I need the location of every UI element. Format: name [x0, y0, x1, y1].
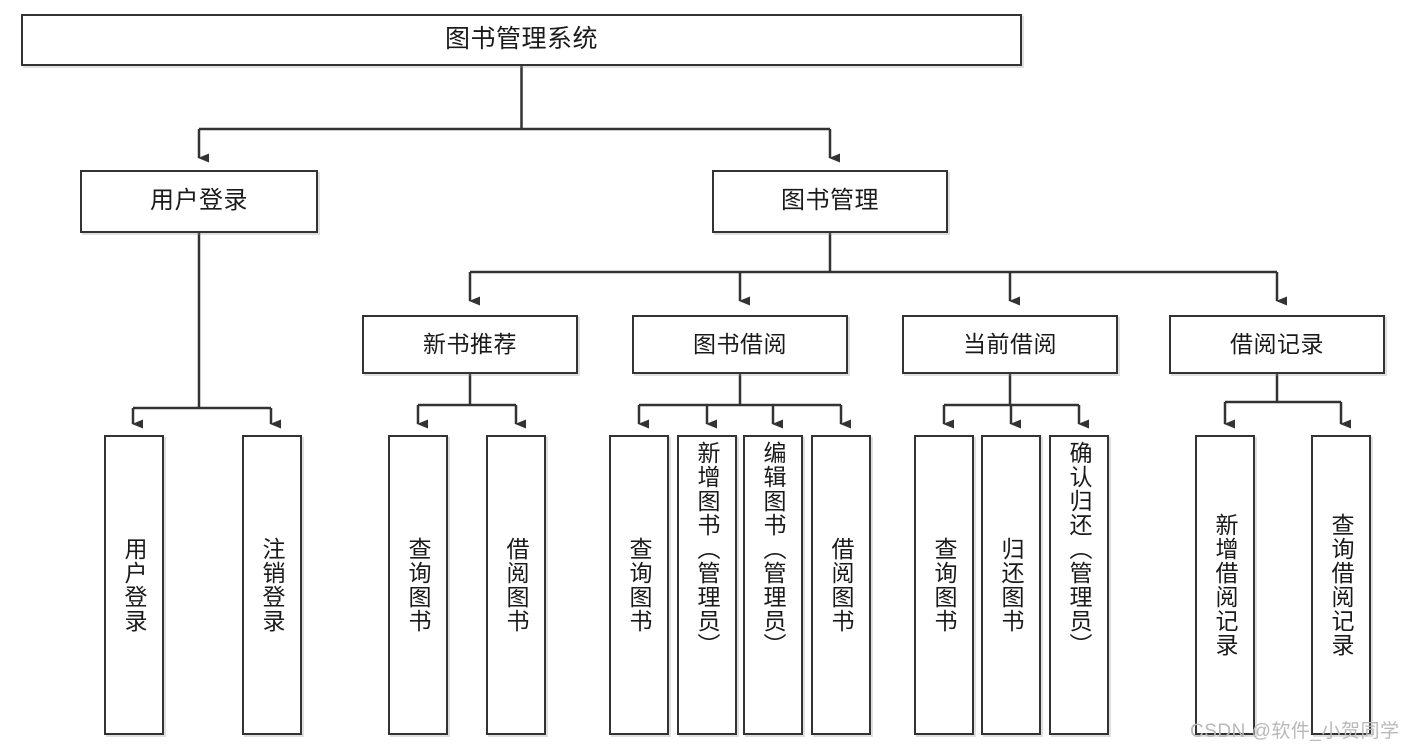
node-label: 查询图书	[405, 537, 432, 633]
node-label: 图书管理系统	[444, 25, 598, 54]
node-user-login[interactable]: 用户登录	[80, 170, 318, 233]
node-label: 编辑图书（管理员）	[760, 441, 787, 657]
node-label: 图书管理	[781, 187, 879, 215]
node-current-borrow[interactable]: 当前借阅	[902, 315, 1118, 374]
node-label: 确认归还（管理员）	[1066, 441, 1093, 657]
leaf-book-borrow-query[interactable]: 查询图书	[609, 435, 669, 735]
leaf-user-login-logout[interactable]: 注销登录	[242, 435, 302, 735]
node-label: 借阅图书	[828, 537, 855, 633]
node-borrow-record[interactable]: 借阅记录	[1169, 315, 1385, 374]
node-label: 图书借阅	[693, 330, 787, 357]
leaf-book-borrow-edit[interactable]: 编辑图书（管理员）	[743, 435, 803, 735]
node-label: 当前借阅	[963, 330, 1057, 357]
leaf-book-borrow-borrow[interactable]: 借阅图书	[811, 435, 871, 735]
node-label: 新增图书（管理员）	[694, 441, 721, 657]
leaf-new-book-query[interactable]: 查询图书	[388, 435, 448, 735]
node-label: 归还图书	[998, 537, 1025, 633]
leaf-borrow-record-query[interactable]: 查询借阅记录	[1311, 435, 1371, 735]
leaf-current-borrow-return[interactable]: 归还图书	[981, 435, 1041, 735]
node-label: 用户登录	[121, 537, 148, 633]
node-label: 查询借阅记录	[1328, 513, 1355, 657]
node-label: 注销登录	[259, 537, 286, 633]
leaf-current-borrow-query[interactable]: 查询图书	[914, 435, 974, 735]
node-book-management[interactable]: 图书管理	[712, 170, 948, 233]
node-label: 新书推荐	[423, 330, 517, 357]
leaf-borrow-record-add[interactable]: 新增借阅记录	[1195, 435, 1255, 735]
node-label: 借阅记录	[1230, 330, 1324, 357]
csdn-watermark: CSDN @软件_小贺同学	[1190, 721, 1400, 742]
node-new-book-recommend[interactable]: 新书推荐	[362, 315, 578, 374]
node-label: 用户登录	[150, 187, 248, 215]
node-book-borrow[interactable]: 图书借阅	[632, 315, 848, 374]
leaf-book-borrow-add[interactable]: 新增图书（管理员）	[677, 435, 737, 735]
node-root-system[interactable]: 图书管理系统	[21, 14, 1022, 66]
leaf-current-borrow-confirm-return[interactable]: 确认归还（管理员）	[1049, 435, 1109, 735]
leaf-user-login-login[interactable]: 用户登录	[104, 435, 164, 735]
node-label: 查询图书	[931, 537, 958, 633]
leaf-new-book-borrow[interactable]: 借阅图书	[486, 435, 546, 735]
node-label: 借阅图书	[503, 537, 530, 633]
node-label: 查询图书	[626, 537, 653, 633]
node-label: 新增借阅记录	[1212, 513, 1239, 657]
